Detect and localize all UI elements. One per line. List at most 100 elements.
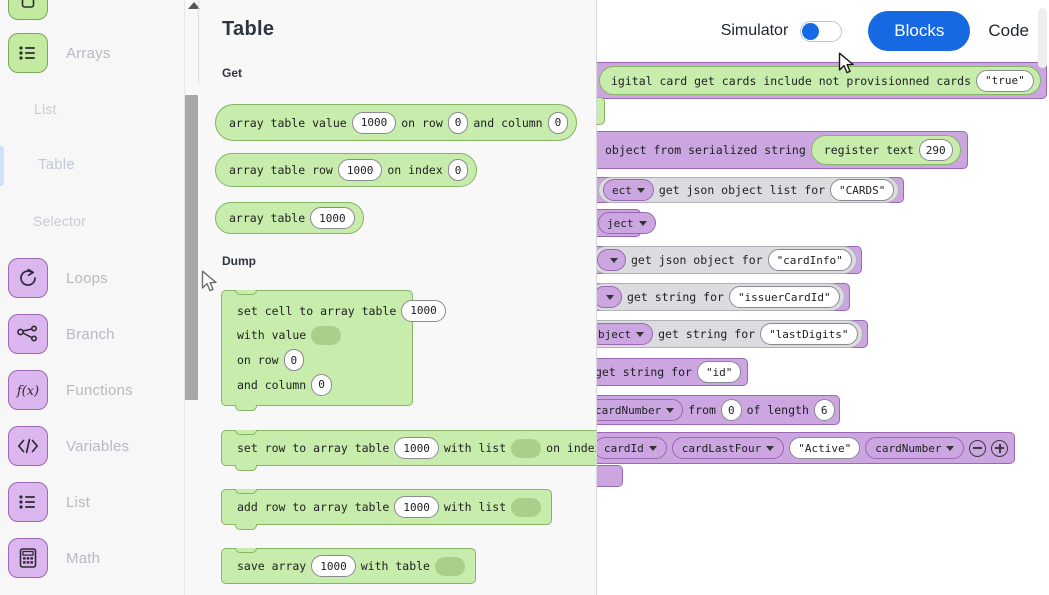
card-number-substring-wrapper[interactable]: cardNumber from 0 of length 6 bbox=[597, 395, 840, 425]
cards-key-field[interactable]: "CARDS" bbox=[830, 179, 895, 201]
get-string-last-digits-wrapper[interactable]: bject get string for "lastDigits" bbox=[597, 320, 868, 348]
object-dropdown[interactable]: ject bbox=[598, 212, 656, 234]
sidebar-subitem-selector[interactable]: Selector bbox=[33, 213, 86, 229]
flyout-section-dump: Dump bbox=[222, 254, 256, 268]
dropdown-label: cardLastFour bbox=[681, 441, 762, 455]
array-table-row-block[interactable]: array table row 1000 on index 0 bbox=[215, 153, 478, 187]
card-number-dropdown[interactable]: cardNumber bbox=[865, 437, 965, 459]
sidebar-subitem-table[interactable]: Table bbox=[38, 156, 75, 173]
sidebar-item-math[interactable]: Math bbox=[0, 530, 184, 586]
flyout-scrollbar[interactable] bbox=[185, 95, 198, 400]
block-text: get string for bbox=[627, 290, 724, 304]
status-field[interactable]: "Active" bbox=[789, 437, 861, 459]
get-json-object-list-wrapper[interactable]: ect get json object list for "CARDS" bbox=[597, 177, 905, 203]
table-id-field[interactable]: 1000 bbox=[310, 207, 355, 229]
card-number-dropdown[interactable]: cardNumber bbox=[597, 399, 684, 421]
table-socket[interactable] bbox=[435, 556, 465, 576]
block-text: on row bbox=[401, 115, 443, 130]
blocks-tab-button[interactable]: Blocks bbox=[868, 11, 971, 51]
sidebar-item-loops[interactable]: Loops bbox=[0, 250, 184, 306]
get-string-last-digits-block[interactable]: bject get string for "lastDigits" bbox=[597, 320, 863, 348]
length-field[interactable]: 6 bbox=[813, 399, 835, 421]
sidebar-item-arrays[interactable]: Arrays bbox=[0, 25, 184, 81]
table-id-field[interactable]: 1000 bbox=[401, 299, 446, 322]
digital-card-wrapper-block[interactable]: igital card get cards include not provis… bbox=[597, 62, 1047, 99]
get-json-object-list-block[interactable]: ect get json object list for "CARDS" bbox=[598, 177, 900, 203]
card-tuple-block[interactable]: cardId cardLastFour "Active" cardNumber bbox=[597, 432, 1016, 464]
digital-card-get-cards-block[interactable]: igital card get cards include not provis… bbox=[599, 66, 1041, 95]
register-text-block[interactable]: register text 290 bbox=[810, 135, 961, 165]
block-text: and column bbox=[473, 115, 543, 130]
sidebar-item-label: Functions bbox=[66, 381, 133, 399]
get-string-id-block[interactable]: get string for "id" bbox=[597, 358, 749, 386]
card-last-four-dropdown[interactable]: cardLastFour bbox=[671, 437, 785, 459]
register-id-field[interactable]: 290 bbox=[918, 139, 953, 161]
id-key-field[interactable]: "id" bbox=[696, 361, 742, 383]
set-row-to-array-table-block[interactable]: set row to array table 1000 with list on… bbox=[221, 430, 596, 471]
object-dropdown[interactable] bbox=[597, 286, 622, 308]
chevron-down-icon bbox=[606, 294, 614, 300]
from-field[interactable]: 0 bbox=[720, 399, 742, 421]
get-json-object-block[interactable]: get json object for "cardInfo" bbox=[597, 246, 857, 274]
sidebar-subitem-list[interactable]: List bbox=[34, 101, 57, 117]
include-not-provisioned-field[interactable]: "true" bbox=[976, 69, 1034, 92]
json-object-dropdown-block[interactable]: ject bbox=[597, 209, 656, 237]
table-id-field[interactable]: 1000 bbox=[394, 496, 439, 518]
object-dropdown[interactable]: bject bbox=[597, 323, 654, 345]
issuer-card-id-field[interactable]: "issuerCardId" bbox=[728, 286, 840, 308]
get-json-object-wrapper[interactable]: get json object for "cardInfo" bbox=[597, 246, 862, 274]
object-from-serialized-string-block[interactable]: object from serialized string register t… bbox=[597, 131, 968, 169]
table-id-field[interactable]: 1000 bbox=[394, 437, 439, 459]
block-notch bbox=[235, 489, 257, 494]
table-id-field[interactable]: 1000 bbox=[351, 111, 397, 134]
get-string-issuer-wrapper[interactable]: get string for "issuerCardId" bbox=[597, 283, 850, 311]
simulator-toggle[interactable] bbox=[800, 20, 843, 42]
list-icon bbox=[8, 33, 48, 73]
dropdown-label: cardNumber bbox=[597, 403, 662, 417]
card-id-dropdown[interactable]: cardId bbox=[597, 437, 667, 459]
list-socket[interactable] bbox=[511, 497, 542, 517]
row-field[interactable]: 0 bbox=[447, 111, 469, 134]
toolbox-flyout: Table Get Dump array table value 1000 on… bbox=[185, 0, 597, 595]
table-id-field[interactable]: 1000 bbox=[337, 159, 383, 181]
sidebar-item-variables[interactable]: Variables bbox=[0, 418, 184, 474]
block-text: with value bbox=[237, 328, 307, 343]
block-text: get json object for bbox=[631, 253, 763, 267]
minus-icon[interactable] bbox=[969, 439, 987, 457]
object-dropdown[interactable]: ect bbox=[603, 179, 654, 201]
branch-icon bbox=[8, 314, 48, 354]
column-field[interactable]: 0 bbox=[311, 373, 332, 396]
last-digits-field[interactable]: "lastDigits" bbox=[760, 323, 858, 345]
code-tab-button[interactable]: Code bbox=[970, 11, 1035, 51]
sidebar-item-branch[interactable]: Branch bbox=[0, 306, 184, 362]
get-string-issuer-card-id-block[interactable]: get string for "issuerCardId" bbox=[597, 283, 845, 311]
workspace-vertical-scrollbar[interactable] bbox=[1038, 8, 1047, 68]
column-field[interactable]: 0 bbox=[547, 111, 569, 134]
blockly-workspace[interactable]: igital card get cards include not provis… bbox=[597, 0, 1049, 595]
index-field[interactable]: 0 bbox=[447, 159, 469, 181]
sidebar-item-list[interactable]: List bbox=[0, 474, 184, 530]
flyout-title: Table bbox=[222, 18, 275, 40]
list-socket[interactable] bbox=[511, 438, 542, 458]
digital-card-block-tail[interactable] bbox=[597, 97, 605, 125]
block-notch bbox=[235, 465, 257, 471]
sidebar-item-label: Branch bbox=[66, 325, 115, 343]
plus-icon[interactable] bbox=[991, 439, 1009, 457]
save-array-block[interactable]: save array 1000 with table bbox=[221, 548, 476, 584]
sidebar-item-functions[interactable]: f(x) Functions bbox=[0, 362, 184, 418]
scroll-up-arrow-icon[interactable] bbox=[188, 2, 200, 9]
block-text: of length bbox=[746, 403, 809, 417]
set-cell-to-array-table-block[interactable]: set cell to array table 1000 with value … bbox=[221, 290, 446, 411]
card-tuple-block-stub[interactable] bbox=[597, 465, 623, 487]
array-table-value-block[interactable]: array table value 1000 on row 0 and colu… bbox=[215, 104, 578, 141]
sidebar-item-clipboard[interactable] bbox=[0, 0, 184, 28]
card-info-key-field[interactable]: "cardInfo" bbox=[767, 249, 852, 271]
value-socket[interactable] bbox=[311, 325, 342, 345]
array-id-field[interactable]: 1000 bbox=[311, 555, 356, 577]
dropdown-label: cardNumber bbox=[875, 441, 942, 455]
block-text: set cell to array table bbox=[237, 303, 397, 318]
row-field[interactable]: 0 bbox=[283, 349, 305, 372]
add-row-to-array-table-block[interactable]: add row to array table 1000 with list bbox=[221, 489, 553, 530]
object-dropdown[interactable] bbox=[597, 249, 626, 271]
array-table-block[interactable]: array table 1000 bbox=[215, 202, 364, 234]
